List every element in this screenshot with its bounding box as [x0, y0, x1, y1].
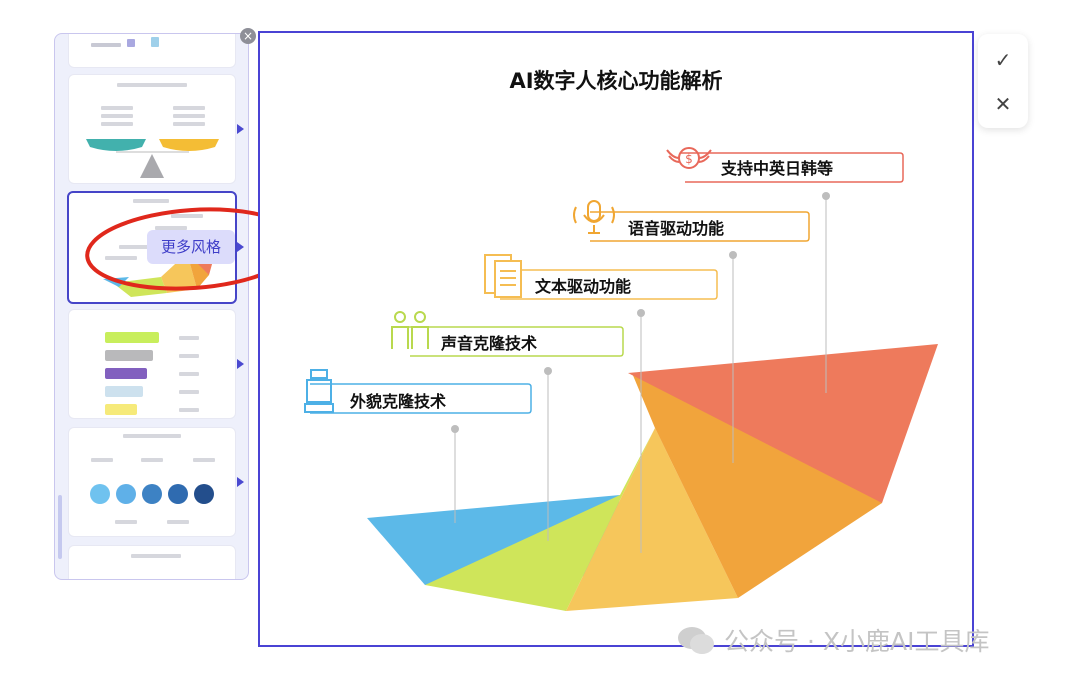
feature-label-text-driven: 文本驱动功能 — [535, 277, 632, 296]
svg-text:$: $ — [685, 152, 693, 166]
mini-circles-graphic — [90, 484, 214, 504]
watermark-text: 公众号 · X小鹿AI工具库 — [724, 627, 990, 656]
infographic-canvas[interactable]: AI数字人核心功能解析 $ — [258, 31, 974, 647]
watermark: 公众号 · X小鹿AI工具库 — [676, 620, 989, 660]
robot-icon — [304, 369, 334, 413]
feature-label-voice-cloning: 声音克隆技术 — [441, 334, 538, 353]
balance-scale-graphic — [86, 139, 219, 178]
confirm-panel: ✓ ✕ — [978, 34, 1028, 128]
expand-arrow-icon[interactable] — [237, 477, 244, 487]
money-wings-icon: $ — [666, 147, 712, 169]
close-icon[interactable]: ✕ — [994, 92, 1012, 116]
style-thumbnail-5[interactable] — [68, 427, 236, 537]
style-thumbnail-4[interactable] — [68, 309, 236, 419]
people-icon — [391, 311, 429, 349]
microphone-icon — [573, 200, 615, 234]
infographic-graphic — [310, 152, 938, 611]
expand-arrow-icon[interactable] — [237, 242, 244, 252]
feature-label-voice-driven: 语音驱动功能 — [628, 219, 725, 238]
wechat-icon — [678, 627, 714, 654]
feature-label-languages: 支持中英日韩等 — [721, 159, 834, 178]
check-icon[interactable]: ✓ — [994, 48, 1012, 72]
feature-label-appearance-cloning: 外貌克隆技术 — [350, 392, 447, 411]
style-thumbnail-2[interactable] — [68, 74, 236, 184]
style-thumbnail-panel — [54, 33, 249, 580]
more-styles-button[interactable]: 更多风格 — [147, 230, 235, 264]
panel-scrollbar[interactable] — [58, 495, 62, 559]
document-icon — [484, 254, 522, 298]
style-thumbnail-6[interactable] — [68, 545, 236, 579]
expand-arrow-icon[interactable] — [237, 359, 244, 369]
expand-arrow-icon[interactable] — [237, 124, 244, 134]
close-panel-icon[interactable]: × — [240, 28, 256, 44]
style-thumbnail-1[interactable] — [68, 34, 236, 68]
infographic-title: AI数字人核心功能解析 — [509, 69, 723, 93]
